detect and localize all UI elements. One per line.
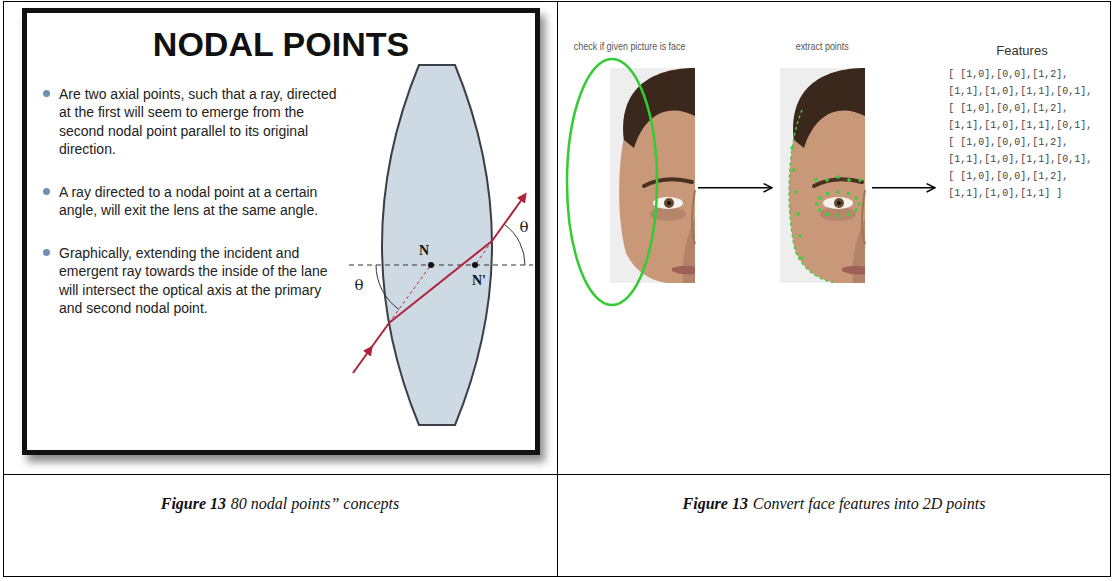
caption-text: 80 nodal points” concepts [231, 495, 399, 512]
face-picture [772, 54, 872, 312]
feature-heading: Features [947, 42, 1097, 60]
bullet-text: Are two axial points, such that a ray, d… [59, 86, 337, 157]
figure-number: Figure 13 [161, 495, 226, 512]
nodal-point-label: N [419, 243, 429, 259]
bullet-list: Are two axial points, such that a ray, d… [41, 85, 337, 342]
point-extraction-step: extract points [772, 36, 872, 312]
lens-shape [382, 65, 492, 425]
lens-illustration [27, 13, 535, 450]
slide-panel: NODAL POINTS Are two axial points, such t… [22, 8, 540, 455]
refracted-ray [389, 241, 492, 323]
angle-arc [376, 265, 399, 310]
bullet-dot [43, 188, 50, 195]
figure-number: Figure 13 [683, 495, 748, 512]
incident-ray [353, 323, 389, 373]
face-picture [562, 54, 698, 312]
angle-label: θ [519, 218, 528, 236]
slide-title: NODAL POINTS [27, 25, 535, 64]
bullet-dot [43, 90, 50, 97]
step-heading: check if given picture is face [574, 40, 686, 52]
ray-extension [389, 265, 431, 323]
face-check-step: check if given picture is face [562, 36, 698, 312]
bullet-item: A ray directed to a nodal point at a cer… [41, 183, 337, 220]
bullet-item: Are two axial points, such that a ray, d… [41, 85, 337, 159]
nodal-point-label: N' [472, 273, 486, 289]
step-heading: extract points [795, 40, 848, 52]
bullet-text: A ray directed to a nodal point at a cer… [59, 184, 318, 218]
nodal-point [472, 262, 478, 268]
face-detection-ellipse [567, 59, 657, 305]
flow-arrow [698, 187, 772, 189]
caption-text: Convert face features into 2D points [753, 495, 986, 512]
bullet-text: Graphically, extending the incident and … [59, 245, 328, 316]
optical-axis [349, 265, 533, 266]
angle-label: θ [354, 276, 363, 294]
caption-cell: Figure 13 Convert face features into 2D p… [557, 492, 1111, 516]
bullet-dot [43, 249, 50, 256]
nodal-point [428, 262, 434, 268]
feature-values: [ [1,0],[0,0],[1,2], [1,1],[1,0],[1,1],[… [948, 66, 1096, 202]
bullet-item: Graphically, extending the incident and … [41, 244, 337, 318]
caption-cell: Figure 13 80 nodal points” concepts [3, 492, 557, 516]
ray-extension [475, 241, 492, 265]
feature-list: Features [ [1,0],[0,0],[1,2], [1,1],[1,0]… [935, 42, 1103, 208]
flow-arrow [872, 187, 935, 189]
